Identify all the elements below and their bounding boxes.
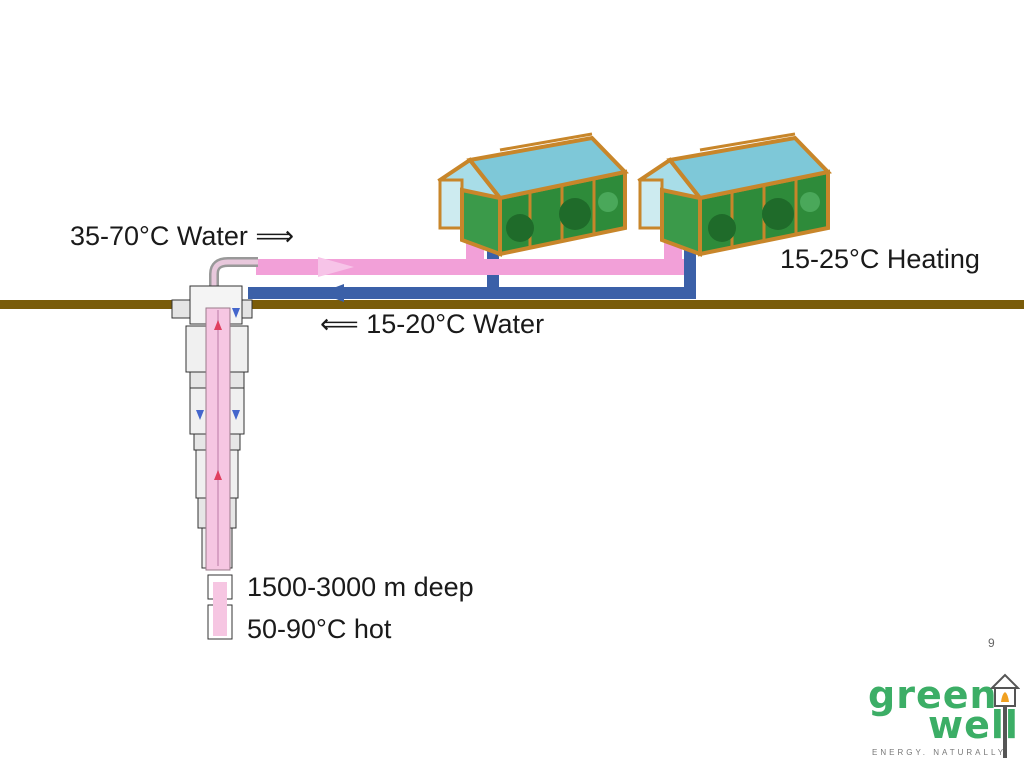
logo-tagline: ENERGY. NATURALLY.	[872, 748, 1011, 757]
greenhouse-icon	[637, 132, 832, 257]
house-icon	[990, 673, 1020, 758]
heating-temperature-label: 15-25°C Heating	[780, 244, 980, 274]
greenhouse-icon	[437, 132, 629, 257]
wellhead-pipe-bend	[209, 257, 258, 300]
logo-word-green: green	[868, 673, 998, 717]
ground-line	[0, 300, 1024, 309]
well-temperature-label: 50-90°C hot	[247, 614, 392, 644]
page-number: 9	[988, 636, 995, 650]
geothermal-well-icon	[171, 285, 253, 640]
logo-word-well: well	[928, 703, 1019, 747]
well-depth-label: 1500-3000 m deep	[247, 572, 474, 602]
greenwell-logo: green well ENERGY. NATURALLY.	[862, 672, 1022, 764]
hot-water-out-label: 35-70°C Water ⟹	[70, 221, 295, 251]
cold-water-return-label: ⟸ 15-20°C Water	[320, 309, 545, 339]
